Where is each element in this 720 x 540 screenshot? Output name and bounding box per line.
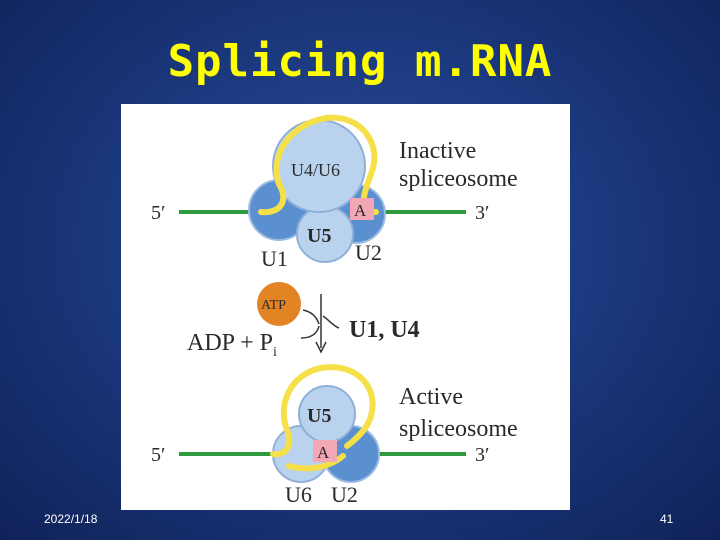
active-title-line1: Active: [399, 384, 463, 410]
u1u4-out-arrow: [322, 315, 340, 329]
active-spliceosome: A U5 U6 U2 5′ 3′ Active spliceosome: [151, 364, 518, 507]
slide-title: Splicing m.RNA: [167, 36, 553, 87]
active-branch-a-label: A: [317, 443, 330, 462]
inactive-title-line2: spliceosome: [399, 166, 518, 192]
inactive-branch-a-label: A: [354, 201, 367, 220]
active-three-prime-label: 3′: [475, 444, 489, 466]
adp-pi-label: ADP + Pi: [187, 330, 277, 360]
active-u2-label: U2: [331, 482, 358, 507]
active-branch-a-box: [313, 440, 337, 462]
active-u6-label: U6: [285, 482, 312, 507]
diagram-canvas: U4/U6 U5 U1 U2 A 5′ 3′ Inactive spliceos…: [151, 114, 518, 507]
atp-circle: [257, 282, 301, 326]
inactive-u4u6-label: U4/U6: [291, 160, 340, 180]
inactive-five-prime-label: 5′: [151, 202, 165, 224]
inactive-branch-a-box: [350, 198, 374, 220]
atp-transition: ATP ADP + Pi U1, U4: [187, 282, 420, 360]
active-intron-loop: [270, 364, 376, 458]
inactive-u2-label: U2: [355, 240, 382, 265]
active-five-prime-label: 5′: [151, 444, 165, 466]
inactive-spliceosome: U4/U6 U5 U1 U2 A 5′ 3′ Inactive spliceos…: [151, 114, 518, 271]
active-title-line2: spliceosome: [399, 416, 518, 442]
inactive-u5-label: U5: [307, 225, 331, 247]
inactive-three-prime-label: 3′: [475, 202, 489, 224]
spliceosome-diagram: U4/U6 U5 U1 U2 A 5′ 3′ Inactive spliceos…: [121, 104, 570, 510]
inactive-u1-label: U1: [261, 246, 288, 271]
transition-arrow-head: [315, 341, 327, 354]
atp-label: ATP: [261, 298, 286, 313]
inactive-intron-loop: [258, 114, 379, 216]
active-u5-label: U5: [307, 405, 331, 427]
page-number: 41: [660, 512, 674, 526]
adp-out-arrow: [300, 325, 320, 339]
active-intron-tail: [286, 453, 346, 472]
released-snrnps-label: U1, U4: [349, 317, 420, 343]
inactive-title-line1: Inactive: [399, 138, 476, 164]
footer-date: 2022/1/18: [44, 512, 98, 526]
atp-in-arrow: [302, 309, 320, 325]
